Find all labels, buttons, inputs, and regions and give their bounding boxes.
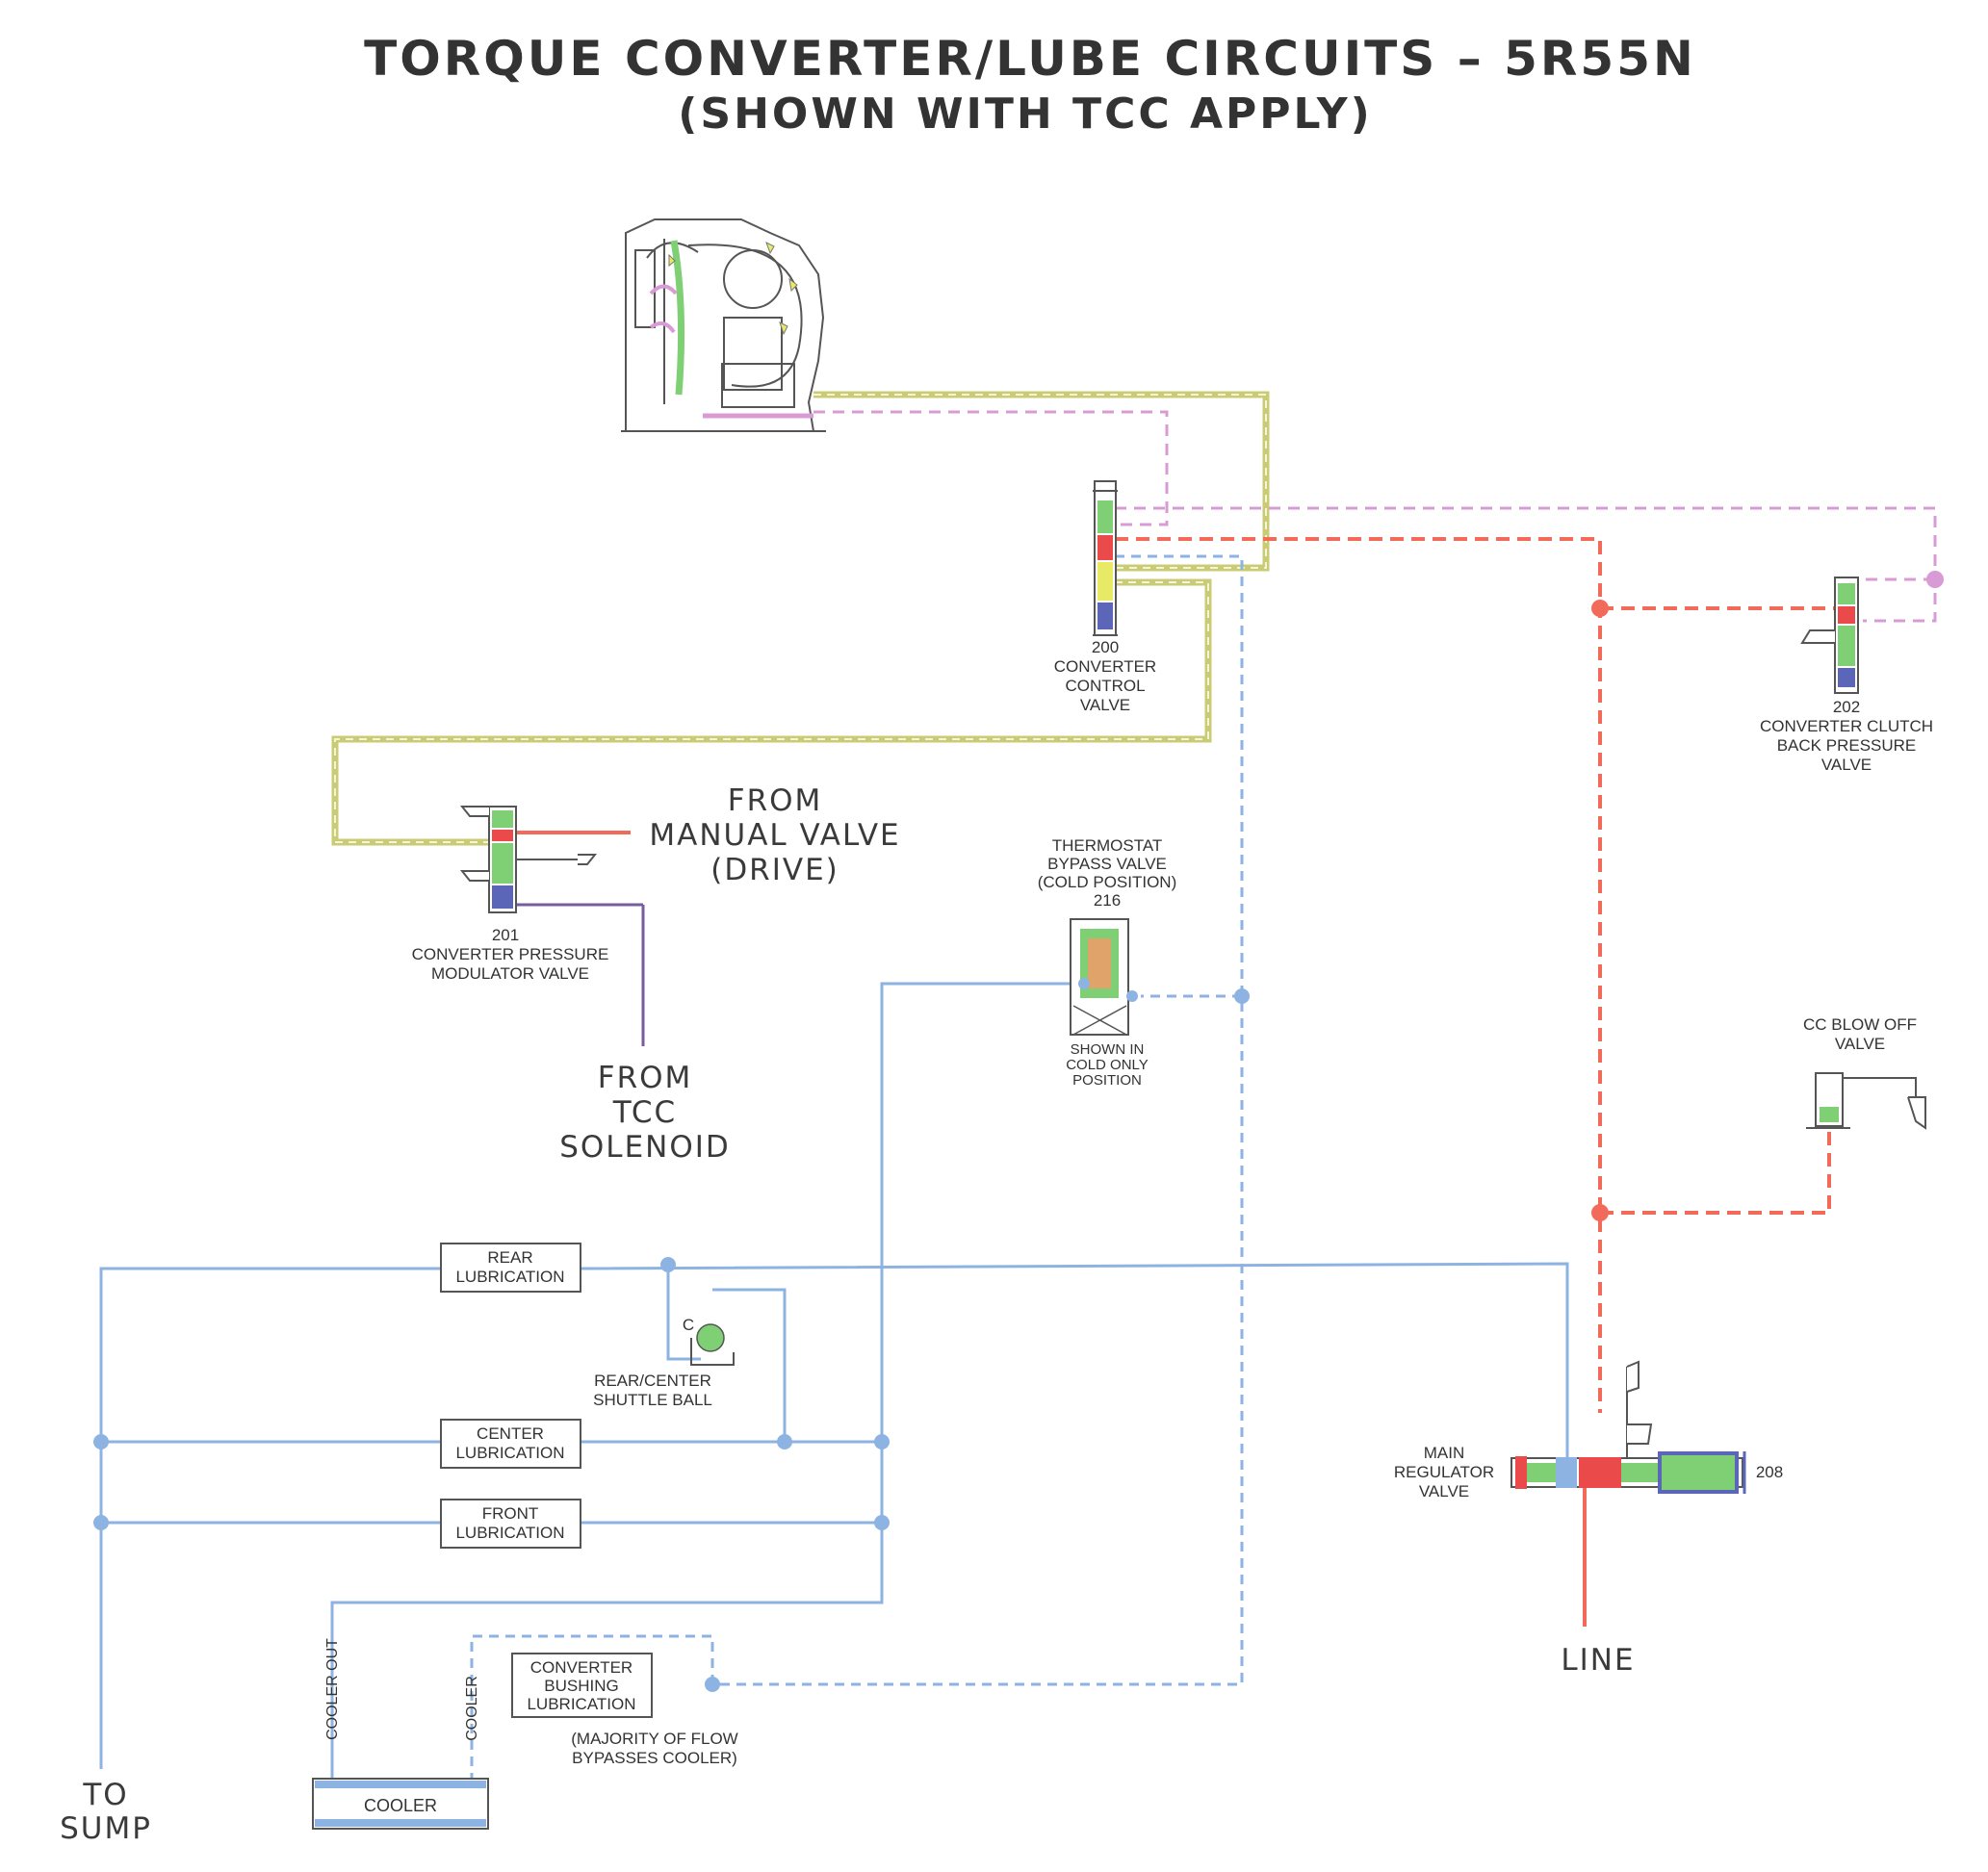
valve-201-label-line2: MODULATOR VALVE xyxy=(431,964,589,983)
shuttle-ball-letter: C xyxy=(683,1316,694,1334)
blowoff-valve-label-line2: VALVE xyxy=(1835,1035,1885,1053)
valve-200-number: 200 xyxy=(1092,638,1119,656)
center-lubrication-box: CENTER LUBRICATION xyxy=(440,1419,581,1469)
from-tcc-solenoid-line2: TCC xyxy=(612,1095,677,1130)
rear-center-shuttle-ball xyxy=(690,1323,735,1366)
converter-pressure-modulator-valve-201 xyxy=(459,806,598,913)
diagram-subtitle: (SHOWN WITH TCC APPLY) xyxy=(678,90,1372,139)
from-manual-valve-line2: MANUAL VALVE xyxy=(649,818,900,853)
from-tcc-solenoid-line1: FROM xyxy=(598,1061,693,1095)
converter-clutch-back-pressure-valve-202 xyxy=(1800,577,1859,694)
valve-216-note-line2: COLD ONLY xyxy=(1066,1057,1149,1073)
bypass-note-line2: BYPASSES COOLER) xyxy=(572,1749,737,1767)
converter-control-valve-200 xyxy=(1093,480,1118,636)
rear-lubrication-line1: REAR xyxy=(487,1248,532,1267)
blowoff-valve-label-line1: CC BLOW OFF xyxy=(1803,1015,1917,1034)
main-regulator-label-line3: VALVE xyxy=(1419,1482,1469,1500)
valve-216-note-line1: SHOWN IN xyxy=(1071,1041,1145,1058)
front-lubrication-line2: LUBRICATION xyxy=(455,1524,564,1542)
valve-201-label-line1: CONVERTER PRESSURE xyxy=(412,945,609,963)
front-lubrication-line1: FRONT xyxy=(482,1504,539,1523)
converter-apply-circuit xyxy=(331,391,1270,846)
thermostat-bypass-valve-216 xyxy=(1070,918,1138,1036)
valve-200-label-line2: CONTROL xyxy=(1065,677,1145,695)
cc-blow-off-valve xyxy=(1806,1072,1926,1130)
lube-junction-dot xyxy=(93,1434,109,1449)
converter-release-circuit xyxy=(813,410,1937,623)
center-lubrication-line1: CENTER xyxy=(477,1424,544,1443)
valve-216-label-line3: (COLD POSITION) xyxy=(1038,873,1177,891)
valve-202-label-line2: BACK PRESSURE xyxy=(1777,736,1917,755)
main-regulator-valve-208 xyxy=(1510,1360,1746,1494)
lube-junction-dot xyxy=(660,1257,676,1272)
shuttle-ball-label-line2: SHUTTLE BALL xyxy=(593,1391,712,1409)
lube-junction-dot xyxy=(874,1434,890,1449)
cooler-out-label: COOLER OUT xyxy=(324,1638,341,1740)
cooler-in-label: COOLER xyxy=(464,1676,480,1741)
line-pressure-circuit xyxy=(1115,537,1834,1413)
from-manual-valve-line3: (DRIVE) xyxy=(710,853,839,887)
to-sump-line1: TO xyxy=(82,1778,128,1812)
from-tcc-solenoid-line3: SOLENOID xyxy=(559,1130,731,1165)
main-regulator-number: 208 xyxy=(1756,1463,1783,1481)
valve-202-label-line3: VALVE xyxy=(1821,756,1872,774)
valve-200-label-line1: CONVERTER xyxy=(1054,657,1156,676)
bushing-lubrication-line1: CONVERTER xyxy=(530,1658,633,1677)
rear-lubrication-box: REAR LUBRICATION xyxy=(440,1243,581,1293)
bushing-lubrication-line2: BUSHING xyxy=(544,1677,618,1695)
shuttle-ball-label-line1: REAR/CENTER xyxy=(594,1372,711,1390)
lube-junction-dot xyxy=(93,1515,109,1530)
valve-216-number: 216 xyxy=(1094,891,1121,910)
cooler-label: COOLER xyxy=(364,1796,437,1815)
cooler-box: COOLER xyxy=(312,1778,489,1830)
rear-lubrication-line2: LUBRICATION xyxy=(455,1268,564,1286)
valve-202-label-line1: CONVERTER CLUTCH xyxy=(1760,717,1933,735)
from-manual-valve-line1: FROM xyxy=(728,783,823,818)
converter-bushing-lubrication-box: CONVERTER BUSHING LUBRICATION xyxy=(511,1653,653,1718)
lube-junction-dot xyxy=(705,1677,720,1692)
center-lubrication-line2: LUBRICATION xyxy=(455,1444,564,1462)
valve-201-number: 201 xyxy=(492,926,519,944)
bushing-lubrication-line3: LUBRICATION xyxy=(527,1695,635,1713)
diagram-title: TORQUE CONVERTER/LUBE CIRCUITS – 5R55N xyxy=(364,31,1696,87)
main-regulator-label-line2: REGULATOR xyxy=(1394,1463,1494,1481)
bypass-note-line1: (MAJORITY OF FLOW xyxy=(571,1730,737,1748)
to-sump-line2: SUMP xyxy=(60,1811,152,1846)
front-lubrication-box: FRONT LUBRICATION xyxy=(440,1499,581,1549)
lube-junction-dot xyxy=(777,1434,792,1449)
valve-202-number: 202 xyxy=(1833,698,1860,716)
valve-216-label-line1: THERMOSTAT xyxy=(1052,836,1163,855)
main-regulator-label-line1: MAIN xyxy=(1424,1444,1465,1462)
valve-216-note-line3: POSITION xyxy=(1072,1072,1142,1089)
valve-200-label-line3: VALVE xyxy=(1080,696,1130,714)
line-source-label: LINE xyxy=(1561,1643,1635,1678)
line-junction-dot xyxy=(1591,1204,1609,1221)
lube-junction-dot xyxy=(874,1515,890,1530)
valve-216-label-line2: BYPASS VALVE xyxy=(1047,855,1167,873)
lube-dashed-circuit xyxy=(470,554,1244,1779)
line-junction-dot xyxy=(1591,600,1609,617)
lube-solid-circuit xyxy=(99,982,1569,1779)
release-junction-dot xyxy=(1926,571,1944,588)
lube-junction-dot xyxy=(1234,988,1250,1004)
